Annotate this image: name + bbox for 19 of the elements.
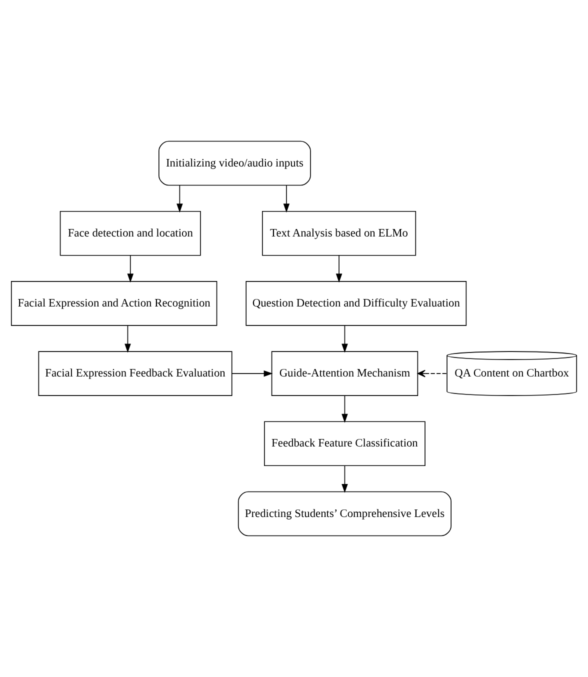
arrow (417, 370, 448, 378)
node-box: Text Analysis based on ELMo (262, 210, 416, 256)
arrow (342, 465, 348, 493)
node-box: Facial Expression and Action Recognition (10, 281, 218, 326)
arrow (342, 395, 348, 423)
arrow (342, 325, 348, 353)
node-box: Guide-Attention Mechanism (271, 351, 418, 396)
arrow (124, 325, 131, 353)
arrow (336, 255, 342, 283)
arrow (127, 255, 134, 283)
node-box: Question Detection and Difficulty Evaluation (246, 281, 467, 326)
arrow (176, 185, 183, 213)
arrow (283, 185, 290, 213)
node-box: Face detection and location (60, 210, 201, 256)
node-box: Facial Expression Feedback Evaluation (38, 351, 232, 396)
node-box: Initializing video/audio inputs (158, 140, 311, 186)
node-box: Predicting Students’ Comprehensive Levels (238, 491, 452, 536)
arrow (232, 370, 273, 377)
node-box: Feedback Feature Classification (264, 421, 426, 466)
